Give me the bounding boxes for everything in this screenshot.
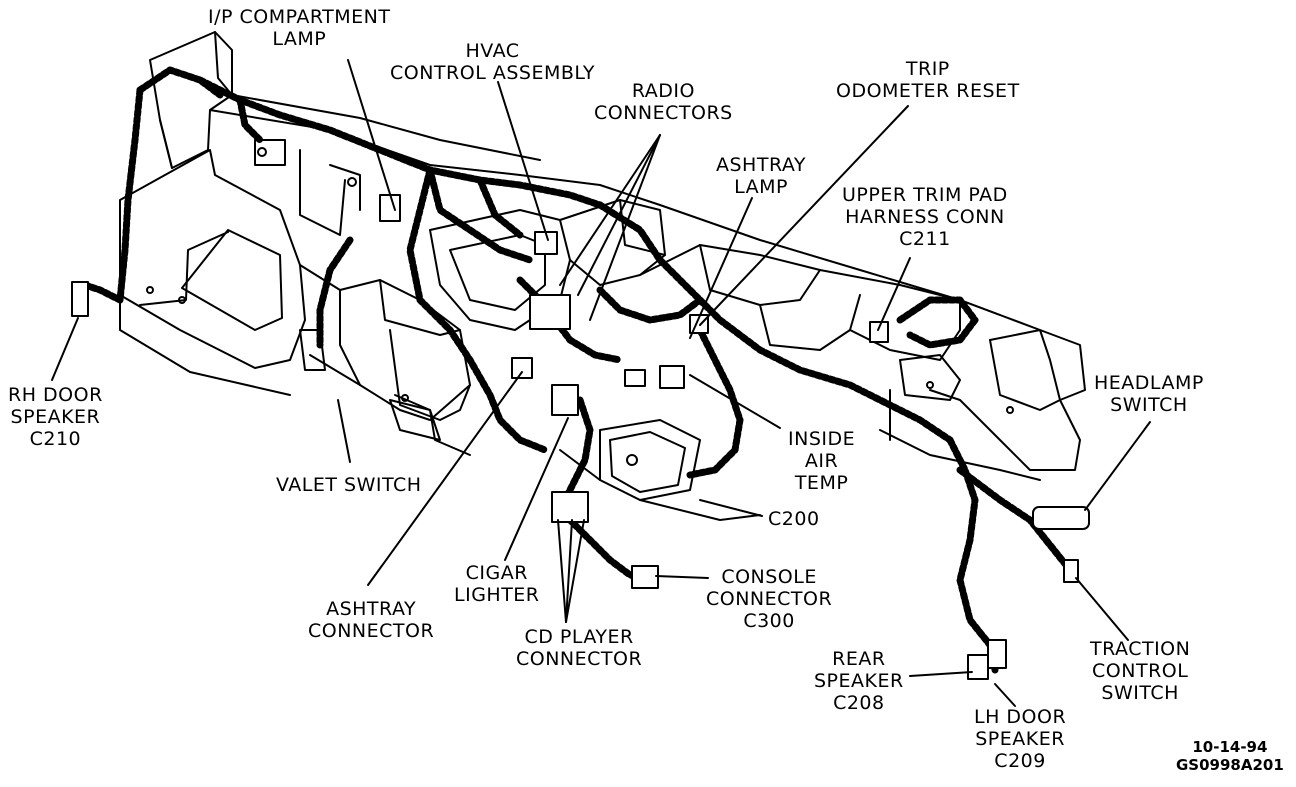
label-ip-compartment-lamp: I/P COMPARTMENT LAMP bbox=[208, 6, 391, 50]
label-traction-control-switch: TRACTION CONTROL SWITCH bbox=[1090, 638, 1191, 704]
figure-code: GS0998A201 bbox=[1176, 756, 1284, 774]
panel-carrier bbox=[119, 31, 1086, 521]
label-headlamp-switch: HEADLAMP SWITCH bbox=[1094, 372, 1204, 416]
label-cigar-lighter: CIGAR LIGHTER bbox=[454, 562, 540, 606]
label-inside-air-temp: INSIDE AIR TEMP bbox=[788, 428, 856, 494]
leader-lines bbox=[51, 59, 1151, 707]
label-lh-door-speaker-c209: LH DOOR SPEAKER C209 bbox=[974, 706, 1067, 772]
connector-blocks bbox=[71, 194, 1090, 680]
label-ashtray-connector: ASHTRAY CONNECTOR bbox=[308, 598, 435, 642]
label-cd-player-connector: CD PLAYER CONNECTOR bbox=[516, 626, 643, 670]
label-upper-trim-pad-c211: UPPER TRIM PAD HARNESS CONN C211 bbox=[842, 184, 1008, 250]
label-console-connector-c300: CONSOLE CONNECTOR C300 bbox=[706, 566, 833, 632]
label-c200: C200 bbox=[768, 508, 820, 530]
label-radio-connectors: RADIO CONNECTORS bbox=[594, 80, 733, 124]
date-stamp: 10-14-94 bbox=[1192, 738, 1268, 756]
figure-stamp: 10-14-94 GS0998A201 bbox=[1176, 738, 1284, 774]
label-hvac-control-assembly: HVAC CONTROL ASSEMBLY bbox=[390, 40, 596, 84]
label-valet-switch: VALET SWITCH bbox=[276, 474, 422, 496]
wiring-harness bbox=[74, 66, 1074, 674]
label-rear-speaker-c208: REAR SPEAKER C208 bbox=[814, 648, 904, 714]
label-trip-odometer-reset: TRIP ODOMETER RESET bbox=[836, 58, 1020, 102]
label-ashtray-lamp: ASHTRAY LAMP bbox=[716, 154, 807, 198]
panel-holes bbox=[146, 147, 1014, 466]
label-rh-door-speaker-c210: RH DOOR SPEAKER C210 bbox=[8, 384, 103, 450]
